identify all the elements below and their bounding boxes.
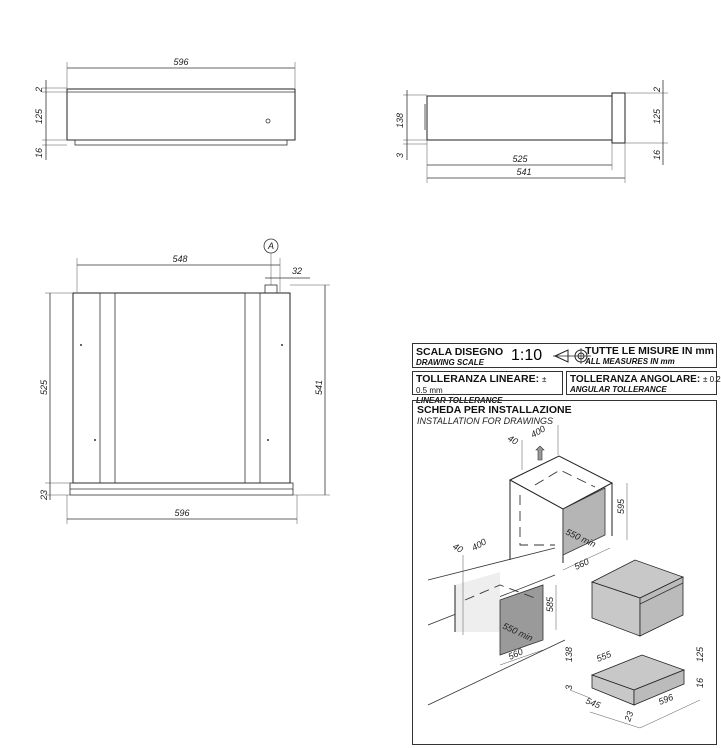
linear-tolerance-value: ± 0.5 mm bbox=[416, 375, 547, 395]
installation-title: SCHEDA PER INSTALLAZIONE bbox=[417, 404, 572, 416]
drawer-bottom-dim: 16 bbox=[695, 678, 705, 688]
side-right-height-dim: 125 bbox=[652, 108, 662, 124]
upper-gap-dim: 40 bbox=[506, 433, 520, 447]
plan-width-dim: 548 bbox=[172, 254, 187, 264]
plan-front-dim: 23 bbox=[39, 490, 49, 501]
scale-box: SCALA DISEGNO DRAWING SCALE 1:10 TUTTE L… bbox=[412, 343, 717, 368]
plan-bottom-width-dim: 596 bbox=[174, 508, 189, 518]
side-gap-dim: 3 bbox=[395, 153, 405, 158]
side-right-top-dim: 2 bbox=[652, 87, 662, 93]
angular-tolerance-label-en: ANGULAR TOLLERANCE bbox=[570, 385, 667, 394]
front-height-dim: 125 bbox=[34, 108, 44, 124]
airflow-arrow-icon bbox=[535, 445, 545, 461]
installation-sketch: 40 400 595 550 min 560 40 400 585 550 mi… bbox=[427, 424, 705, 729]
linear-tolerance-label: TOLLERANZA LINEARE: bbox=[416, 373, 540, 385]
lower-height-dim: 585 bbox=[545, 596, 555, 612]
angular-tolerance-value: ± 0.2 ° bbox=[702, 375, 721, 384]
front-bottom-dim: 16 bbox=[34, 148, 44, 158]
drawer-front-dim: 23 bbox=[622, 710, 635, 724]
measures-label: TUTTE LE MISURE IN mm bbox=[585, 345, 714, 357]
plan-offset-dim: 32 bbox=[292, 266, 302, 276]
measures-label-en: ALL MEASURES IN mm bbox=[585, 357, 675, 366]
front-view: 596 2 125 16 bbox=[34, 57, 296, 160]
side-height-dim: 138 bbox=[395, 113, 405, 128]
scale-label-en: DRAWING SCALE bbox=[416, 358, 484, 367]
side-depth-dim: 525 bbox=[512, 154, 528, 164]
front-top-gap-dim: 2 bbox=[34, 87, 44, 93]
scale-label: SCALA DISEGNO bbox=[416, 346, 504, 358]
plan-view: 548 A 32 525 23 541 596 bbox=[39, 238, 330, 524]
installation-box: SCHEDA PER INSTALLAZIONE INSTALLATION FO… bbox=[412, 400, 717, 745]
upper-height-dim: 595 bbox=[616, 498, 626, 514]
drawer-gap-dim: 3 bbox=[564, 685, 574, 690]
detail-marker-a: A bbox=[267, 241, 274, 251]
side-right-bottom-dim: 16 bbox=[652, 150, 662, 160]
side-total-depth-dim: 541 bbox=[516, 167, 531, 177]
linear-tolerance-box: TOLLERANZA LINEARE: ± 0.5 mm LINEAR TOLL… bbox=[412, 371, 563, 405]
drawer-total-height-dim: 138 bbox=[564, 647, 574, 662]
side-view: 138 3 525 541 2 125 16 bbox=[395, 80, 668, 183]
front-width-dim: 596 bbox=[173, 57, 188, 67]
angular-tolerance-box: TOLLERANZA ANGOLARE: ± 0.2 ° ANGULAR TOL… bbox=[566, 371, 721, 395]
projection-symbol-icon bbox=[553, 348, 591, 364]
plan-total-depth-dim: 541 bbox=[314, 380, 324, 395]
scale-value: 1:10 bbox=[511, 347, 543, 364]
installation-title-en: INSTALLATION FOR DRAWINGS bbox=[417, 416, 554, 426]
plan-depth-dim: 525 bbox=[39, 379, 49, 395]
drawer-height-dim: 125 bbox=[695, 646, 705, 662]
lower-gap-dim: 40 bbox=[451, 541, 465, 555]
angular-tolerance-label: TOLLERANZA ANGOLARE: bbox=[570, 374, 701, 385]
